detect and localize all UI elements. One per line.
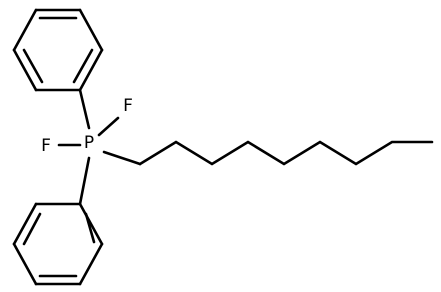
atom-label-fluorine-upper: F xyxy=(123,96,133,116)
phenyl-ring-lower xyxy=(12,202,104,286)
bond-p-lower-phenyl xyxy=(78,156,91,206)
bond-p-upper-phenyl xyxy=(78,88,91,130)
bond-p-octyl xyxy=(102,150,142,166)
phenyl-ring-upper xyxy=(12,8,104,92)
bond-p-f-upper xyxy=(97,116,120,137)
phosphorus-bonds xyxy=(57,88,142,206)
octyl-chain xyxy=(138,140,434,166)
atom-label-phosphorus: P xyxy=(84,133,94,153)
atom-label-fluorine-left: F xyxy=(41,136,51,156)
